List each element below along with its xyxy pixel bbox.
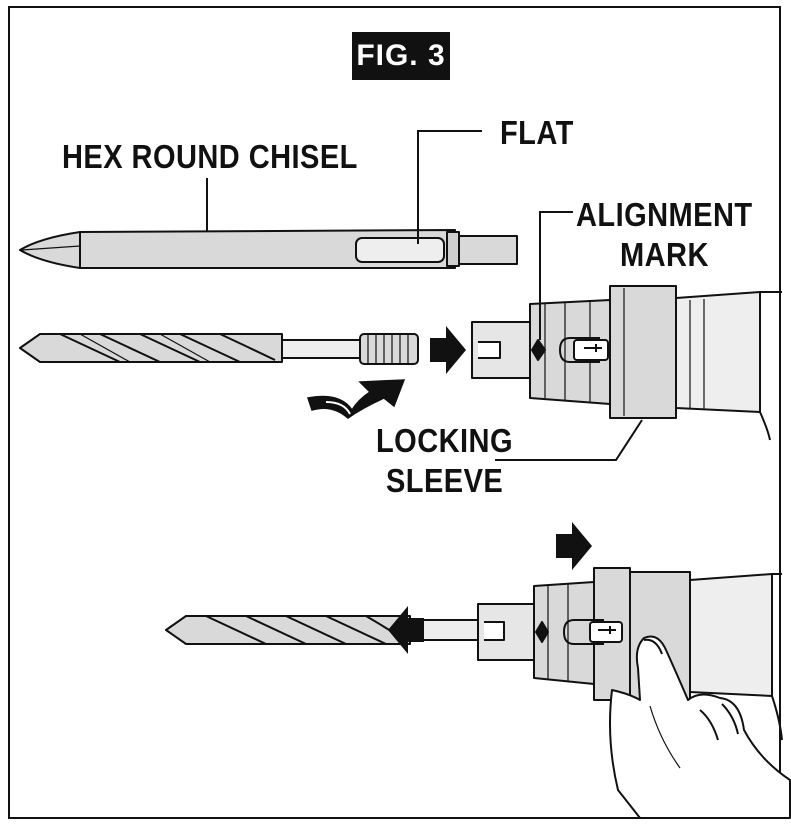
flat-leader-line (417, 130, 482, 244)
alignment-mark-leader (539, 211, 573, 340)
locking-sleeve-leader (495, 419, 643, 461)
drill-bit-top (19, 333, 419, 365)
hammer-chuck-bottom (477, 567, 783, 741)
flat-label: FLAT (500, 114, 574, 151)
insert-arrow-bottom (388, 606, 424, 654)
alignment-mark-label-line2: MARK (620, 236, 709, 273)
drill-bit-bottom (165, 615, 479, 645)
insert-arrow-top (430, 326, 466, 374)
hex-round-chisel (19, 229, 518, 269)
frame-border (8, 6, 781, 819)
hand-illustration (609, 635, 791, 819)
pull-back-arrow (556, 522, 592, 570)
figure-title: FIG. 3 (352, 32, 450, 80)
locking-sleeve-label-line1: LOCKING (376, 422, 513, 459)
hex-round-chisel-label: HEX ROUND CHISEL (62, 138, 358, 175)
locking-sleeve-label-line2: SLEEVE (386, 462, 504, 499)
hammer-chuck-top (471, 285, 782, 441)
alignment-mark-label-line1: ALIGNMENT (576, 196, 753, 233)
rotate-arrow (307, 379, 406, 419)
